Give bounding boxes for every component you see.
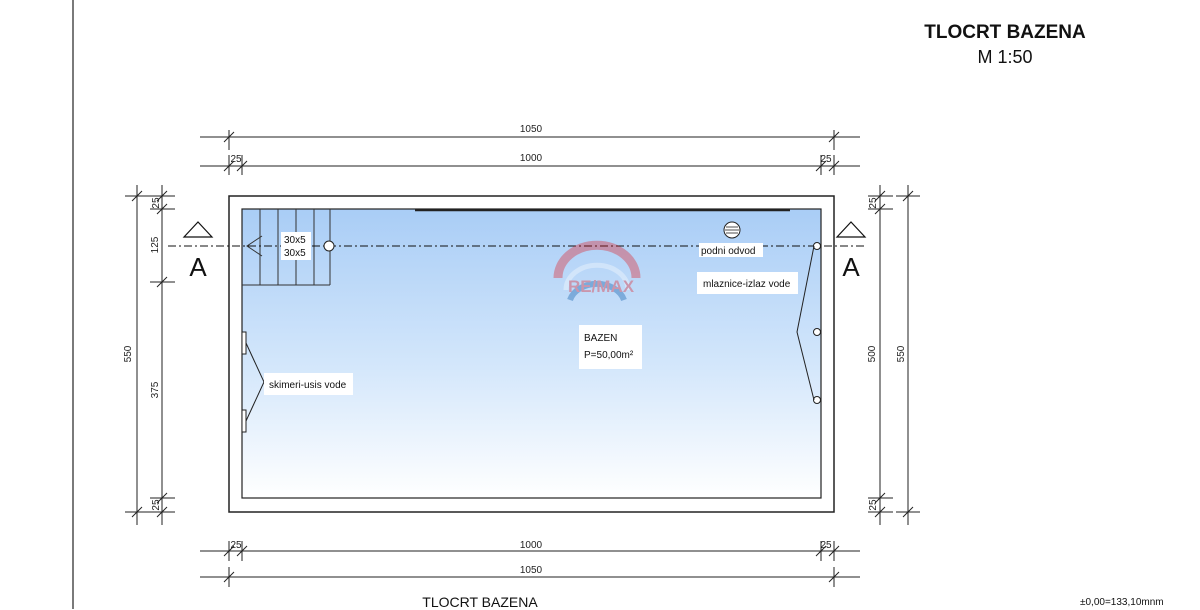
pool-water-area <box>241 208 822 499</box>
pool-info-box <box>579 325 642 369</box>
dim-bottom-right-wall: 25 <box>820 540 832 551</box>
jet-nozzle-3 <box>813 396 821 404</box>
sheet-title: TLOCRT BAZENA <box>924 22 1086 43</box>
stair-label-box <box>281 232 311 260</box>
section-marker-left-arrow <box>182 221 214 238</box>
dim-top-right-wall: 25 <box>820 154 832 165</box>
footer-title: TLOCRT BAZENA <box>422 594 538 610</box>
dim-right-inner: 500 <box>867 345 878 362</box>
watermark-text: RE/MAX <box>568 277 635 296</box>
pool-area: P=50,00m² <box>584 350 634 361</box>
dim-left-rest: 375 <box>150 381 161 398</box>
dim-right-wall-bottom: 25 <box>868 499 879 511</box>
dim-bottom-left-wall: 25 <box>230 540 242 551</box>
jets-label: mlaznice-izlaz vode <box>703 279 791 290</box>
skimmers-label: skimeri-usis vode <box>269 380 347 391</box>
dim-left-wall-top: 25 <box>151 197 162 209</box>
dim-left-wall-bottom: 25 <box>151 499 162 511</box>
left-dimension-lines <box>125 185 175 525</box>
skimmer-bottom <box>241 409 247 433</box>
floor-drain-icon <box>723 221 741 239</box>
drain-label-box <box>699 243 763 257</box>
drain-label: podni odvod <box>701 246 756 257</box>
dim-left-overall: 550 <box>123 345 134 362</box>
skimmer-top <box>241 331 247 355</box>
dim-bottom-overall: 1050 <box>520 565 543 576</box>
pool-name: BAZEN <box>584 333 617 344</box>
pool-stairs <box>242 209 331 286</box>
bottom-dimension-lines <box>200 541 860 587</box>
jet-nozzle-2 <box>813 328 821 336</box>
dim-right-overall: 550 <box>896 345 907 362</box>
elevation-note: ±0,00=133,10mnm <box>1080 597 1164 608</box>
right-dimension-lines <box>868 185 920 525</box>
dim-top-overall: 1050 <box>520 124 543 135</box>
remax-watermark: RE/MAX <box>553 240 641 302</box>
skimmers-label-box <box>264 373 353 395</box>
stair-label-1: 30x5 <box>284 235 306 246</box>
stair-label-2: 30x5 <box>284 248 306 259</box>
section-label-right: A <box>842 252 860 282</box>
section-marker-right-arrow <box>835 221 867 238</box>
jet-nozzle-1 <box>813 242 821 250</box>
section-label-left: A <box>189 252 207 282</box>
top-dimension-lines <box>200 130 860 175</box>
dim-bottom-inner: 1000 <box>520 540 543 551</box>
sheet-scale: M 1:50 <box>977 47 1033 67</box>
dim-top-left-wall: 25 <box>230 154 242 165</box>
inlet-circle <box>323 240 335 252</box>
dim-left-stair-zone: 125 <box>150 236 161 253</box>
dim-right-wall-top: 25 <box>868 197 879 209</box>
jets-label-box <box>697 272 798 294</box>
dim-top-inner: 1000 <box>520 153 543 164</box>
